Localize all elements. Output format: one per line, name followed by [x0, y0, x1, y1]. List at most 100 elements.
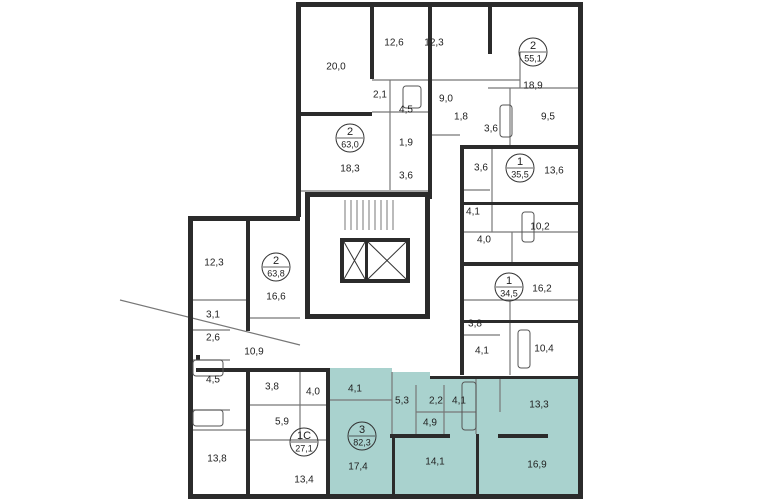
apartment-rooms: 1С [297, 430, 311, 442]
room-area-label: 4,5 [206, 375, 220, 386]
wall [425, 192, 430, 319]
apartment-badge[interactable]: 134,5 [494, 272, 524, 302]
wall [305, 192, 310, 319]
bathtub-icon [517, 329, 531, 369]
room-area-label: 2,2 [429, 396, 443, 407]
room-area-label: 12,3 [204, 258, 224, 269]
wall [488, 4, 492, 54]
apartment-area: 55,1 [524, 53, 542, 63]
room-area-label: 4,9 [423, 418, 437, 429]
room-area-label: 3,8 [265, 382, 279, 393]
room-area-label: 3,8 [468, 319, 482, 330]
apartment-rooms: 2 [273, 255, 279, 267]
wall [188, 216, 193, 499]
room-area-label: 4,1 [348, 384, 362, 395]
wall [498, 434, 548, 438]
wall [246, 368, 250, 498]
apartment-rooms: 1 [517, 156, 523, 168]
bathtub-icon [192, 409, 224, 427]
room-area-label: 12,3 [424, 38, 444, 49]
wall [296, 2, 582, 7]
wall-layer [188, 2, 583, 499]
apartment-badge[interactable]: 263,8 [261, 252, 291, 282]
apartment-badge[interactable]: 382,3 [347, 421, 377, 451]
wall [365, 238, 368, 283]
wall [460, 202, 580, 205]
apartment-area: 82,3 [353, 437, 371, 447]
partition [119, 299, 301, 346]
apartment-area: 35,5 [511, 169, 529, 179]
wall [246, 221, 250, 331]
partition-layer [119, 52, 580, 441]
room-area-label: 4,0 [306, 387, 320, 398]
wall [460, 262, 580, 266]
room-area-label: 10,2 [530, 222, 550, 233]
badge-circle [494, 272, 524, 302]
badge-circle [347, 421, 377, 451]
apartment-rooms: 2 [347, 126, 353, 138]
room-area-label: 2,1 [373, 90, 387, 101]
room-area-label: 13,6 [544, 166, 564, 177]
wall [305, 314, 430, 319]
apartment-rooms: 2 [530, 40, 536, 52]
room-area-label: 18,9 [523, 81, 543, 92]
room-area-label: 9,0 [439, 94, 453, 105]
room-area-label: 20,0 [326, 62, 346, 73]
wall [305, 192, 430, 197]
apartment-rooms: 3 [359, 424, 365, 436]
room-area-label: 3,6 [399, 171, 413, 182]
wall [430, 376, 580, 379]
wall [370, 4, 374, 79]
room-area-label: 4,0 [477, 235, 491, 246]
room-area-label: 17,4 [348, 462, 368, 473]
badge-circle [335, 123, 365, 153]
wall [460, 145, 580, 149]
elevator-icon [343, 241, 366, 280]
apartment-area: 63,0 [341, 139, 359, 149]
room-area-label: 16,9 [527, 460, 547, 471]
apartment-area: 27,1 [295, 443, 313, 453]
badge-circle [261, 252, 291, 282]
apartment-area: 34,5 [500, 288, 518, 298]
room-area-label: 16,2 [532, 284, 552, 295]
room-area-label: 4,5 [399, 105, 413, 116]
room-area-label: 1,9 [399, 138, 413, 149]
bathtub-icon [461, 381, 477, 431]
apartment-badge[interactable]: 135,5 [505, 153, 535, 183]
wall [460, 145, 464, 375]
wall [196, 355, 200, 360]
wall [428, 4, 432, 199]
wall [326, 368, 330, 497]
wall [578, 2, 583, 499]
badge-circle [518, 37, 548, 67]
room-area-label: 10,4 [534, 344, 554, 355]
room-area-label: 18,3 [340, 164, 360, 175]
room-area-label: 3,6 [484, 124, 498, 135]
wall [340, 238, 344, 283]
bathtub-icon [499, 104, 513, 138]
bathtub-icon [402, 85, 422, 109]
bathtub-icon [521, 211, 535, 243]
room-area-label: 14,1 [425, 457, 445, 468]
room-area-label: 5,3 [395, 396, 409, 407]
apartment-badge[interactable]: 255,1 [518, 37, 548, 67]
room-area-label: 13,8 [207, 454, 227, 465]
wall [340, 238, 410, 242]
apartment-badge[interactable]: 263,0 [335, 123, 365, 153]
wall [196, 368, 326, 372]
room-area-label: 4,1 [452, 396, 466, 407]
room-area-label: 1,8 [454, 112, 468, 123]
room-area-label: 3,6 [474, 163, 488, 174]
apartment-rooms: 1 [506, 275, 512, 287]
bathtub-icon [192, 359, 224, 377]
badge-circle [505, 153, 535, 183]
room-area-label: 13,3 [529, 400, 549, 411]
wall [476, 434, 479, 497]
room-area-label: 9,5 [541, 112, 555, 123]
room-area-label: 4,1 [466, 207, 480, 218]
wall [296, 2, 301, 217]
room-area-label: 4,1 [475, 346, 489, 357]
